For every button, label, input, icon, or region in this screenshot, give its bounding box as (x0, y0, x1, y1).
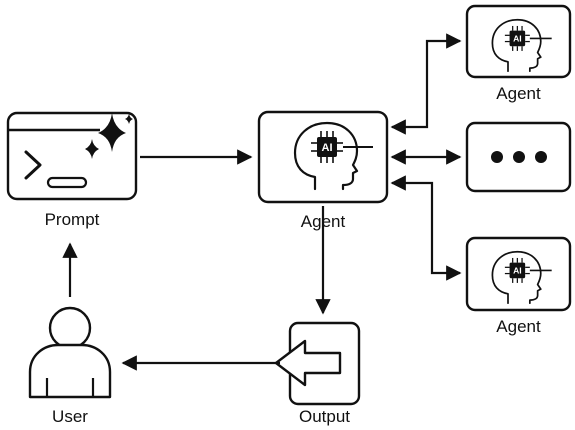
agent-bottom-label: Agent (496, 317, 541, 336)
agent-main-label: Agent (300, 212, 346, 231)
agent-bottom-node: AI (465, 236, 572, 312)
ai-head-icon: AI (491, 250, 552, 305)
user-label: User (52, 407, 88, 426)
ai-chip-text: AI (513, 266, 522, 276)
cursor-underscore (46, 176, 88, 189)
ellipsis-icon (491, 151, 547, 163)
ai-head-icon: AI (491, 18, 552, 73)
output-arrow-icon (274, 339, 342, 387)
sparkle-icon (85, 113, 133, 159)
agent-top-label: Agent (496, 84, 541, 103)
output-label: Output (298, 407, 351, 426)
agent-top-connector (390, 33, 462, 135)
agent-top-node: AI (465, 4, 572, 79)
prompt-label: Prompt (44, 210, 100, 229)
agent-main-node: AI (257, 110, 389, 204)
user-icon (28, 306, 112, 399)
chevron-right-icon (24, 150, 42, 180)
ai-chip-text: AI (322, 142, 333, 154)
prompt-node (6, 111, 138, 201)
agent-bottom-connector (390, 175, 462, 281)
ai-head-icon: AI (293, 121, 373, 191)
ai-chip-text: AI (513, 34, 522, 44)
output-node (274, 321, 361, 406)
agent-more-node (465, 121, 572, 193)
